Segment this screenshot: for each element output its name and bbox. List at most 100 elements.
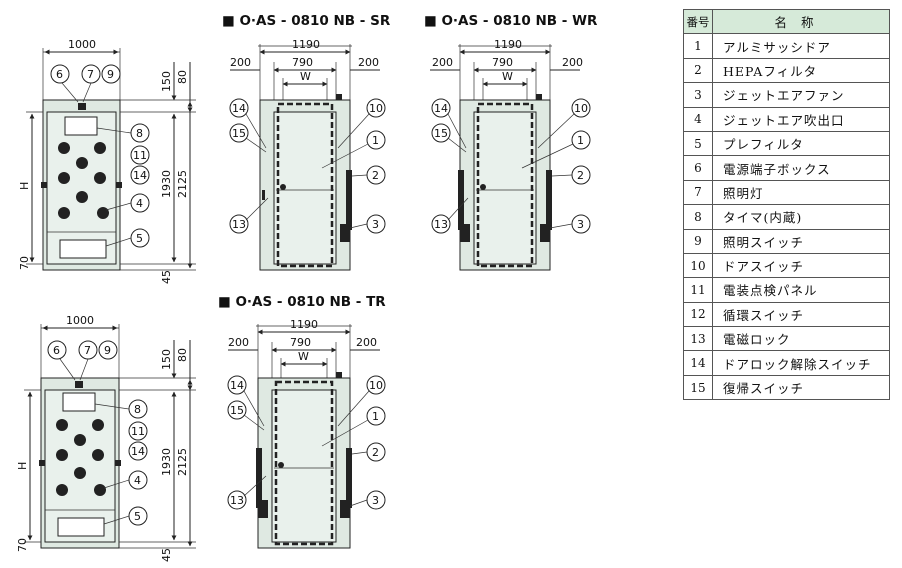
part-name: ドアスイッチ	[712, 252, 890, 279]
part-name: 復帰スイッチ	[712, 374, 890, 401]
svg-text:14: 14	[230, 379, 244, 392]
part-number: 12	[683, 301, 713, 328]
part-name: タイマ(内蔵)	[712, 204, 890, 230]
side-view-tr: 1190 200 790 200 W 14 15 13 10 1 2 3	[227, 318, 386, 549]
svg-text:2: 2	[372, 169, 379, 182]
dim-w-wr: W	[502, 70, 513, 83]
dim-200-wr-r: 200	[562, 56, 583, 69]
svg-text:14: 14	[434, 102, 448, 115]
title-sr: ■ O·AS - 0810 NB - SR	[222, 13, 391, 29]
svg-text:1: 1	[372, 134, 379, 147]
dim-790-tr: 790	[290, 336, 311, 349]
svg-text:13: 13	[230, 494, 244, 507]
svg-text:15: 15	[230, 404, 244, 417]
svg-text:10: 10	[574, 102, 588, 115]
dim-200-wr-l: 200	[432, 56, 453, 69]
dim-1190-wr: 1190	[494, 38, 522, 51]
part-number: 9	[683, 228, 713, 254]
side-view-wr: 1190 200 790 200 W 14 15 13 10 1 2 3	[430, 38, 591, 271]
svg-text:11: 11	[131, 425, 145, 438]
svg-text:6: 6	[56, 68, 63, 81]
side-view-sr: 1190 200 790 200 W 14 15 13 10 1 2 3	[229, 38, 386, 271]
part-number: 1	[683, 33, 713, 59]
svg-text:13: 13	[232, 218, 246, 231]
part-number: 13	[683, 326, 713, 352]
svg-text:2: 2	[577, 169, 584, 182]
svg-text:3: 3	[577, 218, 584, 231]
part-number: 4	[683, 106, 713, 132]
svg-text:9: 9	[104, 344, 111, 357]
dim-1190-tr: 1190	[290, 318, 318, 331]
dim-150: 150	[160, 71, 173, 92]
dim-w-tr: W	[298, 350, 309, 363]
title-wr: ■ O·AS - 0810 NB - WR	[424, 13, 598, 29]
dim-200-sr-l: 200	[230, 56, 251, 69]
part-number: 7	[683, 179, 713, 206]
dim-790-wr: 790	[492, 56, 513, 69]
svg-text:7: 7	[84, 344, 91, 357]
dim-1000: 1000	[68, 38, 96, 51]
part-number: 14	[683, 350, 713, 376]
part-number: 11	[683, 277, 713, 303]
front-view-top: 1000 H 70 150 80 1930 2125 45 6 7 9	[18, 38, 196, 284]
part-number: 10	[683, 252, 713, 279]
dim-h-b: H	[16, 462, 29, 470]
svg-text:5: 5	[136, 232, 143, 245]
svg-text:10: 10	[369, 102, 383, 115]
svg-text:1: 1	[577, 134, 584, 147]
part-name: ドアロック解除スイッチ	[712, 350, 890, 376]
svg-text:9: 9	[107, 68, 114, 81]
dim-1930: 1930	[160, 170, 173, 198]
part-number: 3	[683, 82, 713, 108]
dim-200-tr-l: 200	[228, 336, 249, 349]
dim-2125: 2125	[176, 170, 189, 198]
dim-2125-b: 2125	[176, 448, 189, 476]
part-number: 6	[683, 155, 713, 181]
svg-text:15: 15	[434, 127, 448, 140]
svg-text:1: 1	[372, 410, 379, 423]
svg-text:3: 3	[372, 218, 379, 231]
parts-header-no: 番号	[683, 8, 713, 35]
part-name: プレフィルタ	[712, 130, 890, 157]
svg-text:3: 3	[372, 494, 379, 507]
dim-80: 80	[176, 70, 189, 84]
dim-1000-b: 1000	[66, 314, 94, 327]
part-name: 電源端子ボックス	[712, 155, 890, 181]
svg-text:11: 11	[133, 149, 147, 162]
part-name: アルミサッシドア	[712, 33, 890, 59]
dim-790-sr: 790	[292, 56, 313, 69]
dim-h: H	[18, 182, 31, 190]
parts-header-name: 名称	[712, 8, 890, 35]
dim-45-b: 45	[160, 548, 173, 562]
svg-text:7: 7	[87, 68, 94, 81]
dim-1930-b: 1930	[160, 448, 173, 476]
dim-70: 70	[18, 256, 31, 270]
svg-text:13: 13	[434, 218, 448, 231]
part-name: HEPAフィルタ	[712, 57, 890, 84]
part-number: 2	[683, 57, 713, 84]
svg-text:8: 8	[134, 403, 141, 416]
svg-text:6: 6	[53, 344, 60, 357]
dim-80-b: 80	[176, 348, 189, 362]
dim-200-tr-r: 200	[356, 336, 377, 349]
part-number: 8	[683, 204, 713, 230]
svg-text:8: 8	[136, 127, 143, 140]
svg-text:5: 5	[134, 510, 141, 523]
svg-text:14: 14	[133, 169, 147, 182]
part-number: 15	[683, 374, 713, 401]
svg-text:4: 4	[134, 474, 141, 487]
